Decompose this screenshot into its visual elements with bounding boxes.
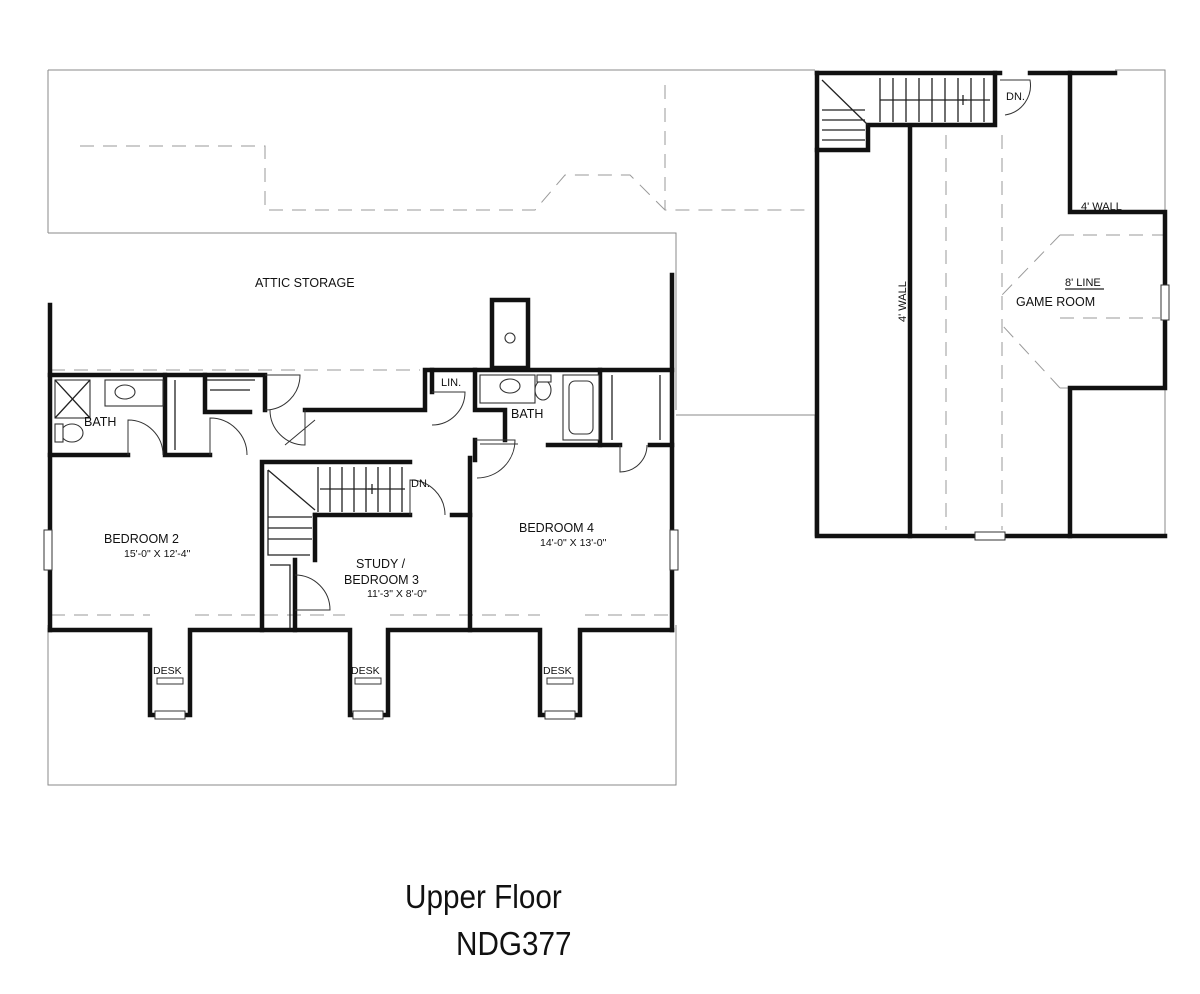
plan-code: NDG377 [456, 925, 572, 962]
interior-details [174, 79, 869, 628]
dims-bedroom2: 15'-0" X 12'-4" [124, 548, 191, 560]
stair-arrows [368, 95, 967, 494]
floor-title: Upper Floor [405, 878, 562, 915]
doors [127, 79, 1031, 611]
roof-outline [47, 69, 1166, 786]
label-bedroom2: BEDROOM 2 [104, 532, 179, 546]
note-stair-down-right: DN. [1006, 91, 1025, 103]
label-study-line1: STUDY / [356, 557, 406, 571]
toilet-center [534, 379, 552, 401]
note-desk-2: DESK [351, 665, 380, 677]
windows [43, 284, 1170, 720]
note-eight-ft-line: 8' LINE [1065, 277, 1101, 289]
stairs-center [268, 467, 405, 540]
window-desk2 [352, 710, 384, 720]
chimney-flue [504, 332, 516, 344]
label-attic-storage: ATTIC STORAGE [255, 276, 355, 290]
stairs-game-room [822, 78, 990, 141]
dims-study: 11'-3" X 8'-0" [367, 588, 427, 600]
note-four-ft-wall-top: 4' WALL [1081, 201, 1122, 213]
label-bath-left: BATH [84, 415, 116, 429]
dims-bedroom4: 14'-0" X 13'-0" [540, 537, 607, 549]
label-bedroom4: BEDROOM 4 [519, 521, 594, 535]
toilet-left [60, 423, 84, 443]
sink-left [114, 384, 136, 400]
note-desk-1: DESK [153, 665, 182, 677]
window-game-room-bottom [974, 531, 1006, 541]
note-stair-down-center: DN. [411, 478, 430, 490]
label-study-line2: BEDROOM 3 [344, 573, 419, 587]
walls [47, 70, 1168, 718]
sink-center [499, 378, 521, 394]
window-desk1 [154, 710, 186, 720]
window-desk3 [544, 710, 576, 720]
note-four-ft-wall-vertical: 4' WALL [897, 281, 909, 322]
label-linen: LIN. [441, 377, 461, 389]
window-bedroom4 [669, 529, 679, 571]
window-bedroom2 [43, 529, 53, 571]
label-bath-center: BATH [511, 407, 543, 421]
label-game-room: GAME ROOM [1016, 295, 1095, 309]
window-game-room-right [1160, 284, 1170, 321]
fixtures [54, 332, 600, 443]
note-desk-3: DESK [543, 665, 572, 677]
